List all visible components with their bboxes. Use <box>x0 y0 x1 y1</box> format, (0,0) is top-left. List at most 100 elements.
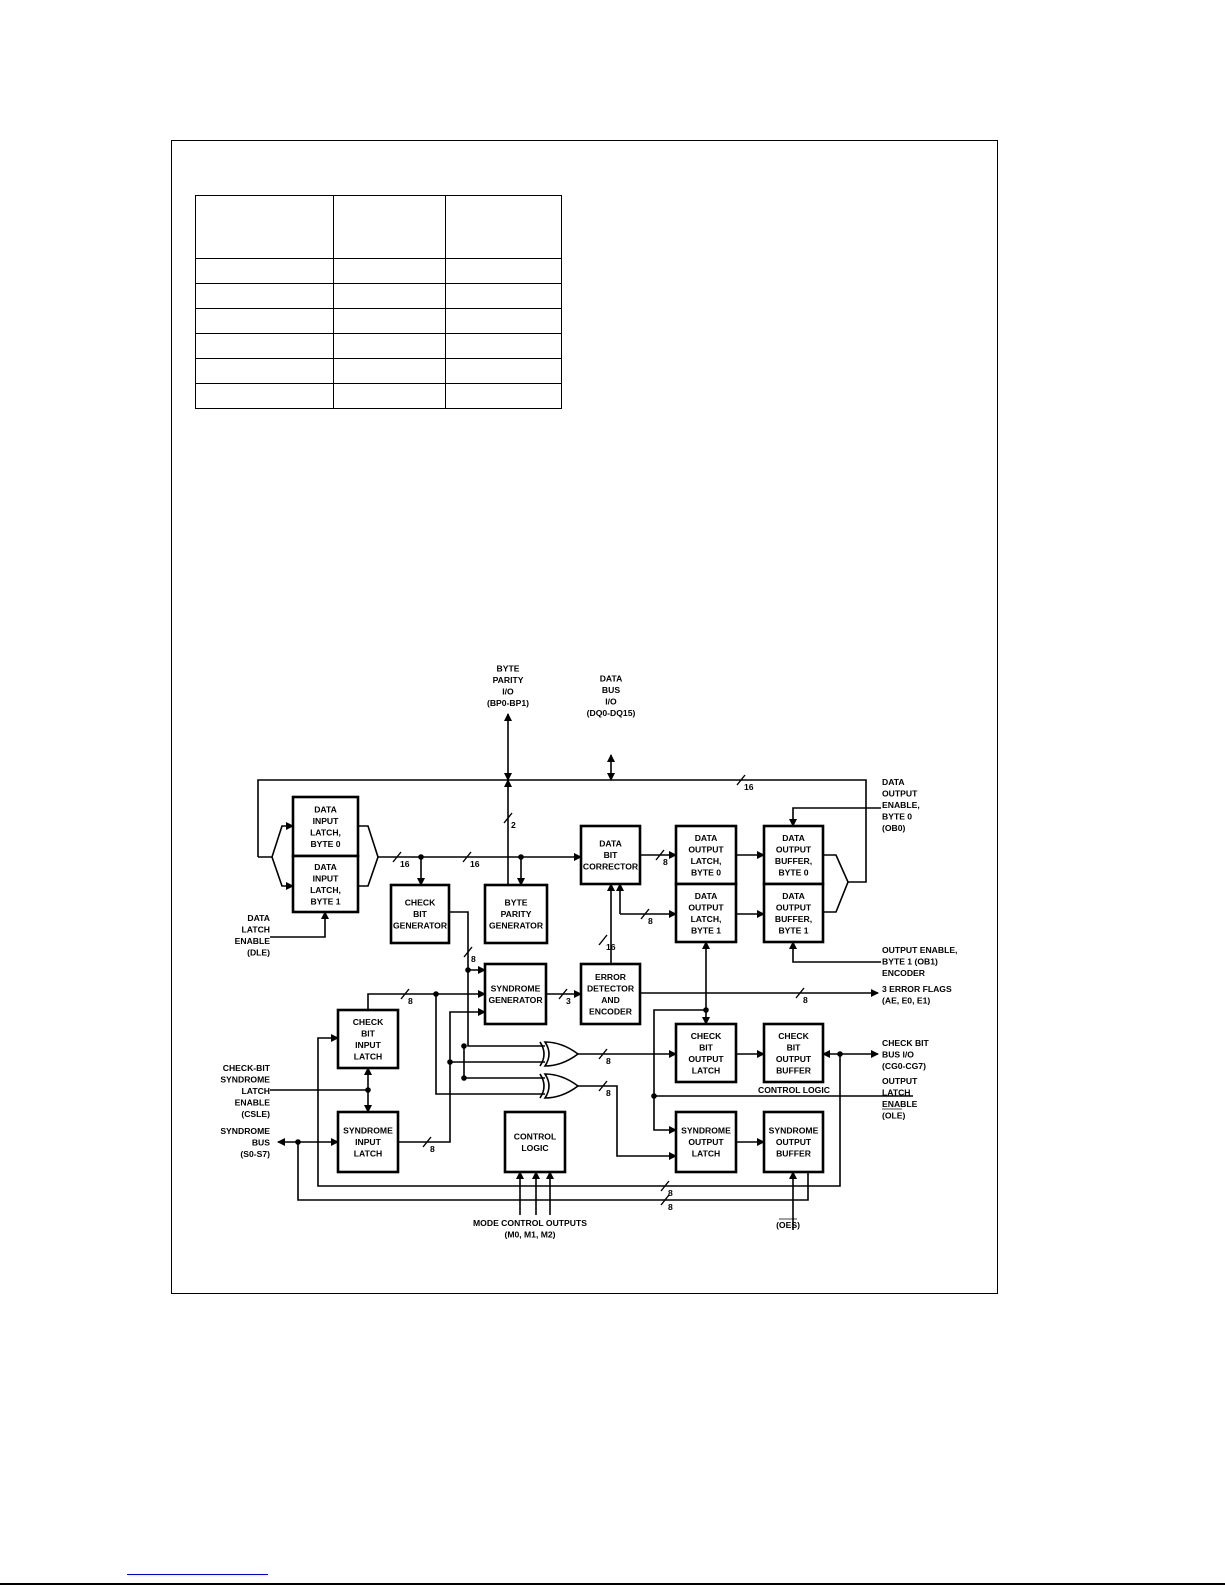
bus-width-mark: 16 <box>462 851 480 869</box>
block-outline <box>483 962 548 1026</box>
block-label: DATA <box>695 891 718 901</box>
block-label: CHECK <box>691 1031 722 1041</box>
block-label: CORRECTOR <box>583 862 639 872</box>
signal-label: MODE CONTROL OUTPUTS <box>473 1218 587 1228</box>
bus-width-label: 8 <box>803 995 808 1005</box>
block-outline <box>336 1008 400 1070</box>
signal-mode: MODE CONTROL OUTPUTS (M0, M1, M2) <box>473 1218 587 1240</box>
block-label: BIT <box>413 909 428 919</box>
signal-label: ENABLE <box>235 1098 271 1108</box>
signal-label: (M0, M1, M2) <box>504 1230 555 1240</box>
signal-label: CHECK-BIT <box>223 1063 271 1073</box>
bus-width-label: 2 <box>511 820 516 830</box>
block-label: ENCODER <box>589 1006 633 1016</box>
bus-width-mark: 8 <box>400 988 413 1006</box>
block-label: SYNDROME <box>681 1126 731 1136</box>
block-label: AND <box>601 995 620 1005</box>
block-label: INPUT <box>355 1040 382 1050</box>
block-outline <box>503 1110 567 1174</box>
junction-dot <box>703 1007 709 1013</box>
signal-label: SYNDROME <box>220 1075 270 1085</box>
block-label: DATA <box>314 804 337 814</box>
block-label: BYTE 0 <box>691 867 721 877</box>
bus-width-mark: 16 <box>392 851 410 869</box>
signal-label: (CSLE) <box>241 1109 270 1119</box>
signal-label: (DQ0-DQ15) <box>587 708 636 718</box>
signal-label: OUTPUT ENABLE, <box>882 945 957 955</box>
block-outline <box>762 882 825 944</box>
block-label: OUTPUT <box>776 1054 812 1064</box>
bus-width-label: 8 <box>668 1202 673 1212</box>
block-outline <box>291 854 360 914</box>
signal-label: OUTPUT <box>882 789 918 799</box>
junction-dot <box>365 1087 371 1093</box>
bottom-rule <box>0 1583 1225 1585</box>
signal-label: (OES) <box>776 1220 800 1230</box>
signal-label: (DLE) <box>247 948 270 958</box>
block-outline <box>483 883 549 945</box>
bus-width-label: 8 <box>430 1144 435 1154</box>
block-label: BUFFER <box>776 1065 812 1075</box>
block-label: BYTE 1 <box>310 896 340 906</box>
block-label: LATCH, <box>691 914 722 924</box>
link-underline[interactable] <box>127 1574 268 1575</box>
block-label: LOGIC <box>521 1143 548 1153</box>
signal-label: BUS <box>602 685 620 695</box>
block-label: SYNDROME <box>769 1126 819 1136</box>
signal-label: LATCH <box>242 925 270 935</box>
block-label: BIT <box>604 850 619 860</box>
signal-control-logic-note: CONTROL LOGIC <box>758 1085 830 1095</box>
junction-dot <box>418 854 424 860</box>
bus-width-mark: 8 <box>660 1180 673 1198</box>
bus-width-label: 3 <box>566 996 571 1006</box>
block-label: OUTPUT <box>776 902 812 912</box>
empty-table <box>195 195 562 409</box>
block-label: BYTE 1 <box>691 925 721 935</box>
block-outline <box>762 1022 825 1084</box>
bus-width-label: 8 <box>471 954 476 964</box>
block-label: LATCH <box>692 1149 720 1159</box>
block-label: DATA <box>599 839 622 849</box>
block-label: OUTPUT <box>688 1054 724 1064</box>
block-label: LATCH <box>692 1065 720 1075</box>
block-label: OUTPUT <box>688 902 724 912</box>
block-label: DATA <box>695 833 718 843</box>
bus-width-label: 8 <box>606 1056 611 1066</box>
bus-width-label: 16 <box>744 782 754 792</box>
block-outline <box>762 1110 825 1174</box>
block-outline <box>674 882 738 944</box>
junction-dots <box>295 854 843 1145</box>
block-label: INPUT <box>355 1137 382 1147</box>
signal-label: SYNDROME <box>220 1126 270 1136</box>
signal-label: DATA <box>600 674 623 684</box>
block-outline <box>674 1110 738 1174</box>
signal-label: ENABLE, <box>882 800 920 810</box>
signal-label: PARITY <box>493 675 524 685</box>
block-label: CHECK <box>405 898 436 908</box>
block-label: BUFFER <box>776 1149 812 1159</box>
signal-label: DATA <box>882 777 905 787</box>
junction-dot <box>447 1059 453 1065</box>
bus-width-label: 8 <box>408 996 413 1006</box>
bus-width-mark: 3 <box>558 988 571 1006</box>
bus-width-label: 8 <box>606 1088 611 1098</box>
bus-width-label: 8 <box>663 857 668 867</box>
block-label: DATA <box>314 862 337 872</box>
signal-oes: (OES) <box>776 1220 800 1230</box>
signal-error-flags: 3 ERROR FLAGS(AE, E0, E1) <box>882 984 952 1006</box>
signal-label: BYTE <box>497 664 520 674</box>
